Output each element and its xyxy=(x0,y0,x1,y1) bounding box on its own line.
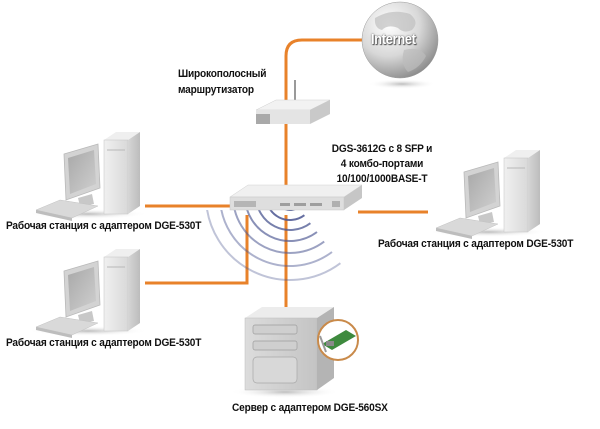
internet-globe-icon xyxy=(361,1,439,89)
link-router-internet xyxy=(284,38,362,118)
router-label-line2: маршрутизатор xyxy=(178,84,254,96)
signal-wave-arc xyxy=(220,210,333,267)
switch-label: DGS-3612G с 8 SFP и 4 комбо-портами 10/1… xyxy=(308,142,455,187)
workstation-right-label: Рабочая станция с адаптером DGE-530T xyxy=(378,238,574,250)
signal-waves xyxy=(206,210,341,281)
workstation-right-icon xyxy=(428,150,548,239)
server-label: Сервер с адаптером DGE-560SX xyxy=(232,402,388,414)
signal-wave-arc xyxy=(257,210,311,231)
internet-label: Internet xyxy=(371,31,416,48)
network-adapter-card-icon xyxy=(317,319,359,361)
workstation-left-bottom-label: Рабочая станция с адаптером DGE-530T xyxy=(6,337,202,349)
link-switch-ws-left-bottom xyxy=(145,215,249,285)
workstation-left-top-icon xyxy=(28,132,148,221)
switch-label-line3: 10/100/1000BASE-T xyxy=(336,173,428,185)
signal-wave-arc xyxy=(206,210,341,281)
signal-wave-arc xyxy=(246,210,318,242)
server-icon xyxy=(230,307,359,398)
workstation-left-top-label: Рабочая станция с адаптером DGE-530T xyxy=(6,220,202,232)
switch-icon xyxy=(229,184,363,211)
switch-label-line1: DGS-3612G с 8 SFP и xyxy=(331,143,433,155)
links xyxy=(145,38,428,318)
router-label: Широкополосный маршрутизатор xyxy=(178,66,266,98)
switch-label-line2: 4 комбо-портами xyxy=(340,158,424,170)
signal-wave-arc xyxy=(269,210,305,221)
signal-wave-arc xyxy=(233,210,325,254)
router-icon xyxy=(255,80,331,124)
workstation-left-bottom-icon xyxy=(28,249,148,338)
router-label-line1: Широкополосный xyxy=(178,68,267,80)
